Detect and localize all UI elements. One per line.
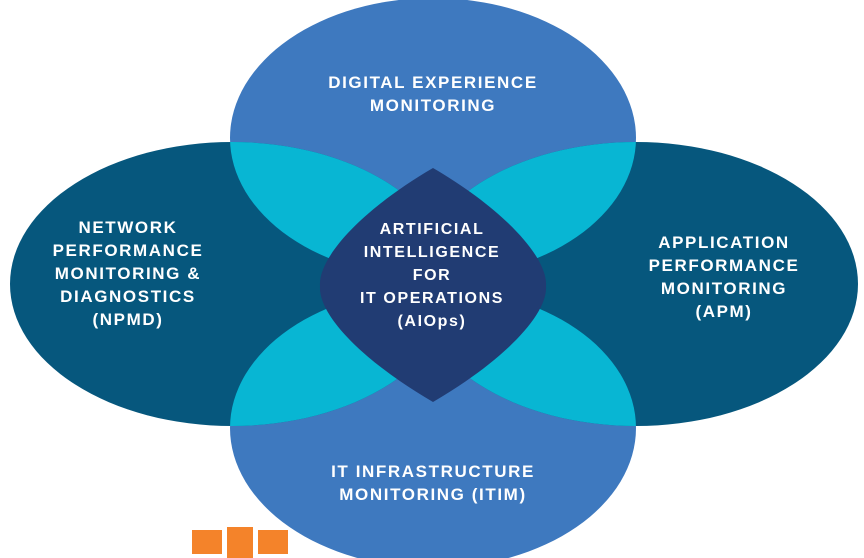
label-line: MONITORING (660, 279, 788, 298)
label-line: DIAGNOSTICS (60, 287, 196, 306)
center-lens (319, 168, 547, 402)
label-line: DIGITAL EXPERIENCE (328, 73, 538, 92)
label-line: APPLICATION (658, 233, 790, 252)
overlap-top-right (414, 142, 636, 278)
gear-icon (192, 527, 288, 558)
label-line: PERFORMANCE (648, 256, 800, 275)
overlap-bottom-left (230, 288, 454, 426)
digital-experience-monitoring-label: DIGITAL EXPERIENCE MONITORING (250, 71, 616, 117)
itim-label: IT INFRASTRUCTURE MONITORING (ITIM) (250, 460, 616, 506)
overlap-bottom-right (414, 288, 636, 426)
label-line: IT INFRASTRUCTURE (331, 462, 535, 481)
label-line: FOR (412, 267, 452, 284)
aiops-label: ARTIFICIAL INTELLIGENCE FOR IT OPERATION… (318, 218, 546, 333)
label-line: MONITORING & (54, 264, 202, 283)
label-line: (AIOps) (397, 313, 467, 330)
npmd-label: NETWORK PERFORMANCE MONITORING & DIAGNOS… (20, 216, 236, 331)
apm-label: APPLICATION PERFORMANCE MONITORING (APM) (604, 231, 844, 323)
label-line: IT OPERATIONS (359, 290, 505, 307)
label-line: PERFORMANCE (52, 241, 204, 260)
label-line: INTELLIGENCE (363, 244, 501, 261)
label-line: ARTIFICIAL (379, 221, 485, 238)
label-line: (APM) (695, 302, 753, 321)
label-line: NETWORK (78, 218, 178, 237)
label-line: (NPMD) (92, 310, 164, 329)
label-line: MONITORING (369, 96, 497, 115)
label-line: MONITORING (ITIM) (339, 485, 527, 504)
overlap-top-left (230, 142, 454, 278)
